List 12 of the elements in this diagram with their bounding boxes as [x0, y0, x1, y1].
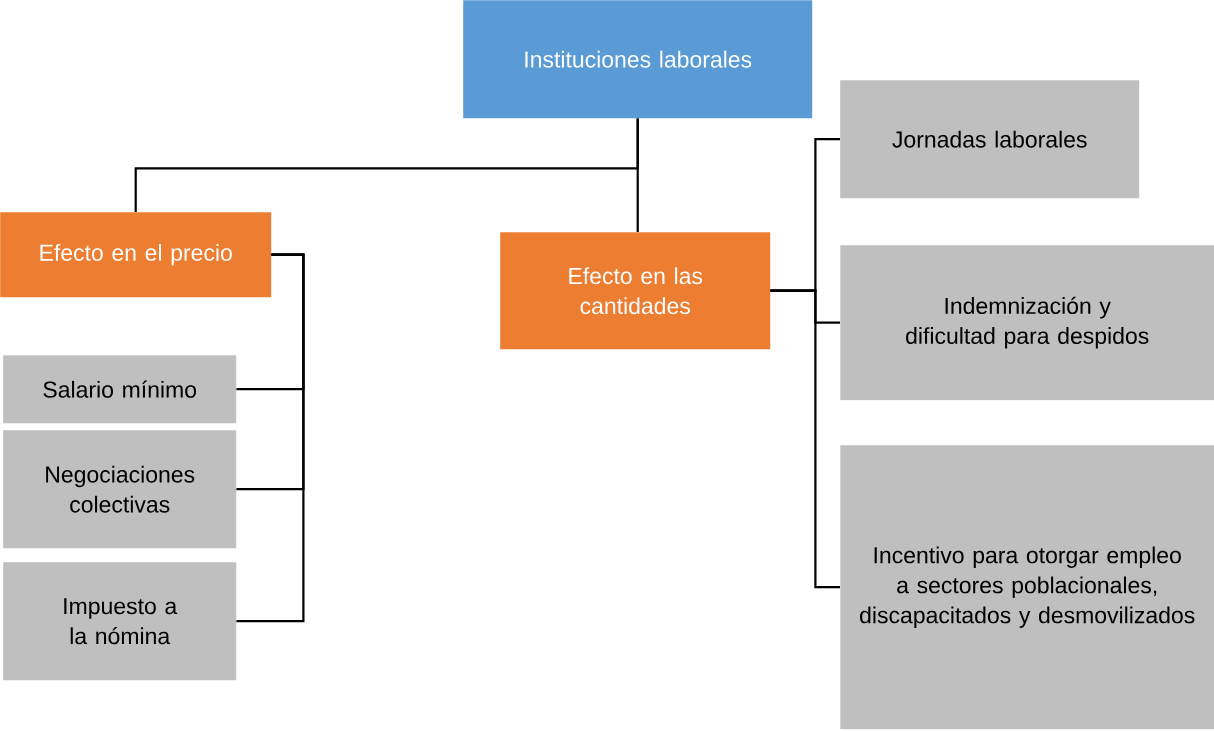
item-box: Indemnización y dificultad para despidos: [840, 245, 1214, 401]
title-box: Instituciones laborales: [463, 0, 813, 119]
item-box: Negociaciones colectivas: [3, 430, 237, 549]
connector-line: [636, 118, 639, 232]
category-box: Efecto en el precio: [0, 212, 272, 298]
connector-line: [236, 253, 305, 623]
item-box: Jornadas laborales: [840, 80, 1140, 199]
category-box: Efecto en las cantidades: [500, 232, 771, 350]
item-box: Incentivo para otorgar empleo a sectores poblacionales, discapacitados y desmovilizados: [840, 445, 1214, 730]
item-box: Salario mínimo: [3, 355, 237, 424]
connector-line: [770, 289, 840, 589]
item-box: Impuesto a la nómina: [3, 562, 237, 681]
